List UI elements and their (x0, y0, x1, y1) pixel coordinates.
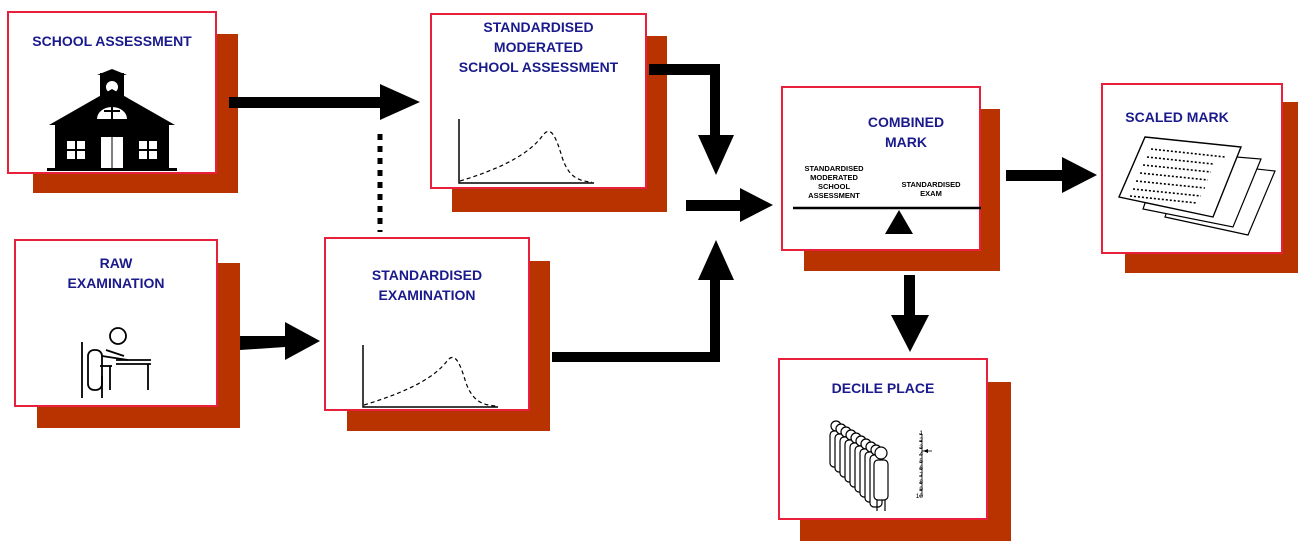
standardised-moderated-title: STANDARDISED MODERATED SCHOOL ASSESSMENT (458, 19, 619, 75)
raw-examination-box: RAW EXAMINATION (14, 239, 218, 407)
arrow-raw-to-standardised-exam (240, 322, 320, 360)
decile-scale-number: 10 (915, 493, 923, 500)
student-at-desk-icon (81, 327, 151, 398)
decile-place-title: DECILE PLACE (831, 380, 935, 396)
decile-scale-number: 6 (919, 465, 923, 472)
standardised-examination-title: STANDARDISED EXAMINATION (371, 267, 483, 303)
standardised-examination-box: STANDARDISED EXAMINATION (324, 237, 530, 411)
decile-scale-number: 9 (919, 486, 923, 493)
arrow-school-to-moderated (229, 84, 420, 120)
balance-scale-icon (793, 206, 981, 234)
combined-mark-right-label: STANDARDISED EXAM (901, 180, 961, 198)
schoolhouse-icon (47, 69, 177, 171)
arrow-combined-to-scaled (1006, 157, 1097, 193)
scaled-mark-title: SCALED MARK (1125, 109, 1229, 125)
combined-mark-box: COMBINED MARK STANDARDISED MODERATED SCH… (781, 86, 981, 251)
combined-mark-title: COMBINED MARK (867, 114, 945, 150)
school-assessment-title: SCHOOL ASSESSMENT (32, 33, 192, 49)
scaled-mark-box: SCALED MARK (1101, 83, 1283, 254)
arrow-combined-to-decile (891, 275, 929, 352)
decile-scale-number: 3 (919, 444, 923, 451)
decile-scale-number: 5 (919, 458, 923, 465)
arrow-exam-to-combine (552, 240, 734, 362)
school-assessment-box: SCHOOL ASSESSMENT (7, 11, 217, 174)
distribution-curve-icon (458, 119, 594, 184)
distribution-curve-icon (362, 345, 498, 408)
people-queue-icon (829, 420, 932, 511)
decile-scale-number: 1 (919, 430, 923, 437)
decile-scale-number: 4 (919, 451, 923, 458)
combined-mark-left-label: STANDARDISED MODERATED SCHOOL ASSESSMENT (804, 164, 864, 200)
decile-scale-number: 2 (919, 437, 923, 444)
decile-scale-number: 7 (919, 472, 923, 479)
standardised-moderated-box: STANDARDISED MODERATED SCHOOL ASSESSMENT (430, 13, 647, 189)
arrow-moderated-to-combine (649, 64, 734, 175)
arrow-to-combined-mark (686, 188, 773, 222)
papers-icon (1118, 136, 1276, 236)
raw-examination-title: RAW EXAMINATION (67, 255, 165, 291)
decile-scale-number: 8 (919, 479, 923, 486)
